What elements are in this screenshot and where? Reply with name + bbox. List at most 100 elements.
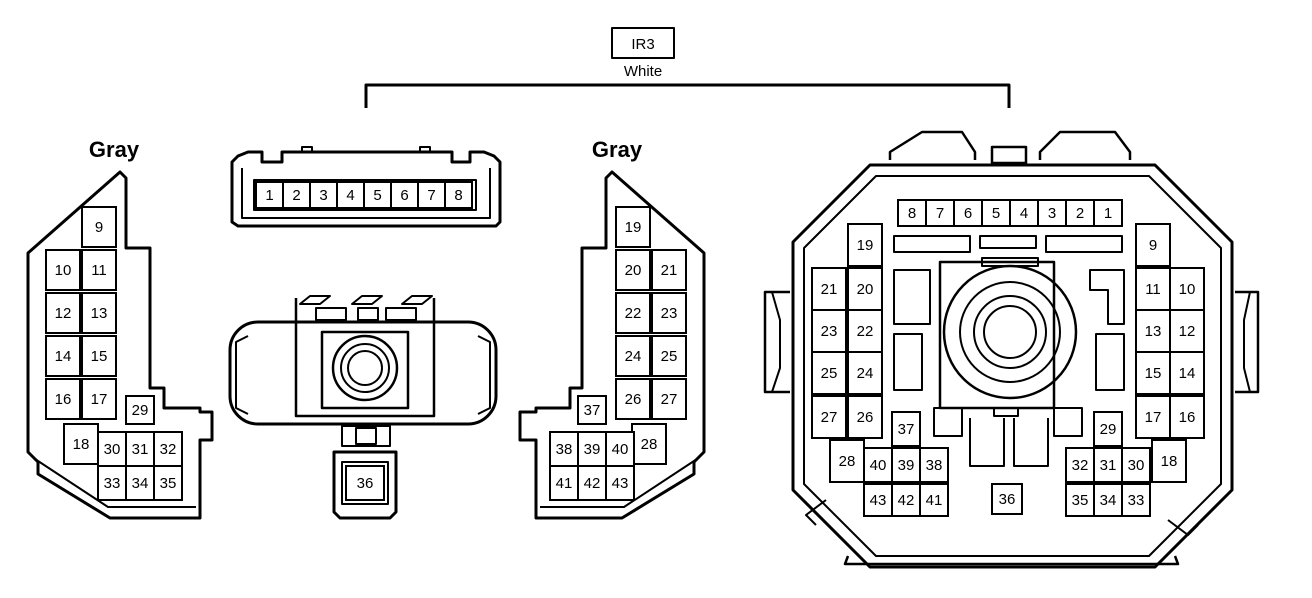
pin-cell xyxy=(1065,447,1095,483)
large-connector-pin-36: 36 xyxy=(991,483,1023,515)
large-connector-pin-5: 5 xyxy=(981,199,1011,227)
pin-number: 19 xyxy=(625,219,642,236)
left-connector-pin-13: 13 xyxy=(81,292,117,334)
pin-cell xyxy=(863,447,893,483)
pin-cell xyxy=(363,181,392,209)
pin-cell xyxy=(1093,411,1123,447)
pin-number: 9 xyxy=(1149,237,1157,254)
pin-cell xyxy=(309,181,338,209)
large-connector-pin-21: 21 xyxy=(811,267,847,311)
pin-number: 29 xyxy=(132,402,149,419)
pin-number: 34 xyxy=(1100,492,1117,509)
pin-number: 40 xyxy=(612,441,629,458)
large-connector-pin-16: 16 xyxy=(1169,395,1205,439)
pin-number: 43 xyxy=(870,492,887,509)
pin-number: 15 xyxy=(1145,365,1162,382)
pin-cell xyxy=(97,465,127,501)
pin-cell xyxy=(549,465,579,501)
pin-number: 16 xyxy=(1179,409,1196,426)
pin-number: 43 xyxy=(612,475,629,492)
pin-cell xyxy=(615,249,651,291)
pin-number: 20 xyxy=(625,262,642,279)
pin-number: 2 xyxy=(292,187,300,204)
pin-number: 36 xyxy=(999,491,1016,508)
large-connector-pin-22: 22 xyxy=(847,309,883,353)
large-connector-pin-33: 33 xyxy=(1121,483,1151,517)
pin-number: 17 xyxy=(91,391,108,408)
pin-number: 33 xyxy=(1128,492,1145,509)
pin-number: 31 xyxy=(132,441,149,458)
left-connector-housing xyxy=(26,170,214,520)
large-connector-pin-17: 17 xyxy=(1135,395,1171,439)
right-gray-connector-pin-41: 41 xyxy=(549,465,579,501)
large-connector-pin-15: 15 xyxy=(1135,351,1171,395)
pin-number: 14 xyxy=(55,348,72,365)
pin-number: 28 xyxy=(839,453,856,470)
pin-number: 40 xyxy=(870,457,887,474)
pin-number: 4 xyxy=(346,187,354,204)
pin-cell xyxy=(345,465,385,501)
large-connector-pin-29: 29 xyxy=(1093,411,1123,447)
pin-cell xyxy=(1169,351,1205,395)
pin-cell xyxy=(1135,267,1171,311)
large-connector-pin-28: 28 xyxy=(829,439,865,483)
left-connector-pin-18: 18 xyxy=(63,423,99,465)
large-connector-pin-35: 35 xyxy=(1065,483,1095,517)
right-gray-connector-pin-21: 21 xyxy=(651,249,687,291)
pin-number: 8 xyxy=(908,205,916,222)
large-connector-pin-41: 41 xyxy=(919,483,949,517)
pin-cell xyxy=(615,292,651,334)
right-gray-connector-pin-20: 20 xyxy=(615,249,651,291)
pin-number: 38 xyxy=(926,457,943,474)
pin-cell xyxy=(577,395,607,425)
pin-cell xyxy=(615,206,651,248)
large-connector-pin-3: 3 xyxy=(1037,199,1067,227)
bottom-middle-connector-pin-36: 36 xyxy=(345,465,385,501)
pin-number: 1 xyxy=(1104,205,1112,222)
pin-number: 18 xyxy=(73,436,90,453)
pin-number: 37 xyxy=(898,421,915,438)
pin-number: 39 xyxy=(584,441,601,458)
pin-number: 33 xyxy=(104,475,121,492)
pin-cell xyxy=(1135,395,1171,439)
pin-cell xyxy=(891,447,921,483)
pin-cell xyxy=(991,483,1023,515)
pin-number: 25 xyxy=(661,348,678,365)
pin-cell xyxy=(1169,267,1205,311)
pin-cell xyxy=(81,378,117,420)
pin-number: 29 xyxy=(1100,421,1117,438)
top-middle-connector-pin-5: 5 xyxy=(363,181,392,209)
connector-bracket xyxy=(364,83,1011,108)
right-gray-connector-pin-26: 26 xyxy=(615,378,651,420)
pin-cell xyxy=(919,447,949,483)
left-connector-pin-32: 32 xyxy=(153,431,183,467)
pin-cell xyxy=(444,181,473,209)
pin-number: 1 xyxy=(265,187,273,204)
left-connector-pin-12: 12 xyxy=(45,292,81,334)
pin-number: 31 xyxy=(1100,457,1117,474)
pin-cell xyxy=(829,439,865,483)
pin-number: 3 xyxy=(1048,205,1056,222)
left-connector-pin-30: 30 xyxy=(97,431,127,467)
pin-cell xyxy=(615,378,651,420)
pin-number: 32 xyxy=(1072,457,1089,474)
large-connector-pin-6: 6 xyxy=(953,199,983,227)
pin-number: 21 xyxy=(821,281,838,298)
pin-number: 7 xyxy=(427,187,435,204)
bottom-middle-connector-housing xyxy=(228,295,498,520)
pin-cell xyxy=(417,181,446,209)
left-connector-pin-33: 33 xyxy=(97,465,127,501)
large-connector-housing xyxy=(763,130,1260,569)
pin-cell xyxy=(891,411,921,447)
large-connector-pin-43: 43 xyxy=(863,483,893,517)
right-gray-connector-pin-22: 22 xyxy=(615,292,651,334)
pin-number: 39 xyxy=(898,457,915,474)
large-connector-pin-12: 12 xyxy=(1169,309,1205,353)
right-gray-connector-pin-24: 24 xyxy=(615,335,651,377)
pin-number: 35 xyxy=(160,475,177,492)
left-connector-pin-10: 10 xyxy=(45,249,81,291)
pin-cell xyxy=(81,249,117,291)
pin-cell xyxy=(1121,483,1151,517)
pin-cell xyxy=(125,465,155,501)
